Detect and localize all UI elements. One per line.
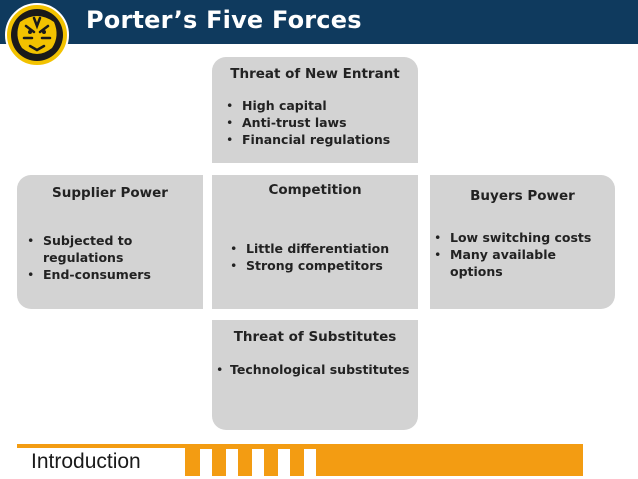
bullet-list: Low switching costs Many available optio…	[430, 229, 615, 280]
box-title: Competition	[268, 182, 362, 198]
bullet-item: Many available options	[430, 246, 570, 280]
bullet-list: Subjected to regulations End-consumers	[17, 232, 203, 283]
bullet-item: Low switching costs	[430, 229, 615, 246]
threat-substitutes-box: Threat of Substitutes Technological subs…	[212, 320, 418, 430]
bullet-item: Little differentiation	[226, 240, 418, 257]
bullet-item: End-consumers	[23, 266, 203, 283]
bullet-list: High capital Anti-trust laws Financial r…	[212, 97, 418, 148]
box-title: Threat of New Entrant	[230, 66, 400, 82]
buyers-power-box: Buyers Power Low switching costs Many av…	[430, 175, 615, 309]
title-bar	[0, 0, 638, 44]
competition-box: Competition Little differentiation Stron…	[212, 175, 418, 309]
threat-new-entrant-box: Threat of New Entrant High capital Anti-…	[212, 57, 418, 163]
page-title: Porter’s Five Forces	[86, 6, 362, 34]
footer-stripe	[226, 449, 238, 476]
footer-stripe	[278, 449, 290, 476]
box-title: Threat of Substitutes	[233, 329, 397, 345]
box-title: Buyers Power	[470, 188, 575, 204]
bullet-item: Financial regulations	[222, 131, 418, 148]
bullet-item: High capital	[222, 97, 418, 114]
bullet-item: Technological substitutes	[212, 361, 418, 378]
footer-stripe	[304, 449, 316, 476]
footer-stripe	[200, 449, 212, 476]
bullet-list: Technological substitutes	[212, 361, 418, 378]
box-title: Supplier Power	[52, 185, 168, 201]
section-label: Introduction	[17, 448, 185, 476]
supplier-power-box: Supplier Power Subjected to regulations …	[17, 175, 203, 309]
bullet-list: Little differentiation Strong competitor…	[212, 240, 418, 274]
bullet-item: Anti-trust laws	[222, 114, 418, 131]
bullet-item: Subjected to regulations	[23, 232, 161, 266]
footer-stripe	[252, 449, 264, 476]
bullet-item: Strong competitors	[226, 257, 418, 274]
tiger-logo-icon	[5, 3, 69, 67]
